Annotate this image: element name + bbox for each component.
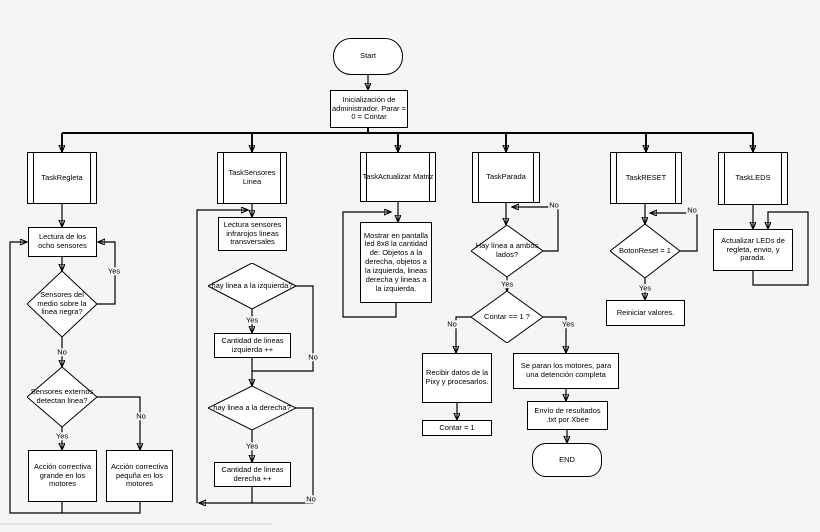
edge-label-regleta-no-externos: No [135, 411, 147, 421]
task-sensores-linea: TaskSensores Linea [217, 152, 287, 204]
task-reset-label: TaskRESET [625, 172, 667, 182]
sensores-externos-label: Sensores externos detectan linea? [30, 387, 94, 405]
envio-resultados-label: Envío de resultados .txt por Xbee [534, 405, 601, 424]
task-reset: TaskRESET [610, 152, 682, 204]
botonreset-decision: BotonReset = 1 [610, 224, 680, 278]
edge-label-parada-no-contar: No [446, 319, 458, 329]
cantidad-derecha-label: Cantidad de lineas derecha ++ [221, 464, 284, 483]
lectura-ocho-sensores-label: Lectura de los ocho sensores [38, 232, 87, 250]
task-regleta-label: TaskRegleta [41, 172, 83, 182]
linea-izquierda-decision: hay linea a la izquierda? [208, 263, 296, 309]
edge-label-sensores-yes-izq: Yes [244, 315, 260, 325]
edge-label-sensores-yes-der: Yes [244, 441, 260, 451]
cantidad-derecha-box: Cantidad de lineas derecha ++ [214, 462, 291, 487]
actualizar-leds-box: Actualizar LEDs de regleta, envio, y par… [713, 229, 793, 271]
reiniciar-valores-box: Reiniciar valores. [606, 300, 685, 326]
mostrar-matriz-box: Mostrar en pantalla led 8x8 la cantidad … [360, 222, 432, 303]
lectura-ocho-sensores-box: Lectura de los ocho sensores [28, 227, 97, 257]
task-sensores-linea-label: TaskSensores Linea [228, 168, 276, 186]
paran-motores-box: Se paran los motores, para una detención… [513, 353, 619, 389]
linea-ambos-label: Hay línea a ambos lados? [475, 241, 539, 259]
edge-label-parada-yes-ambos: Yes [499, 279, 515, 289]
lectura-infrarojos-box: Lectura sensores infrarojos lineas trans… [218, 217, 287, 251]
envio-resultados-box: Envío de resultados .txt por Xbee [527, 401, 608, 430]
start-terminal: Start [333, 38, 403, 75]
contar-decision: Contar == 1 ? [471, 291, 543, 343]
edge-label-regleta-no-medio: No [56, 347, 68, 357]
reiniciar-valores-label: Reiniciar valores. [616, 307, 675, 317]
edge-label-parada-no-ambos: No [548, 200, 560, 210]
sensores-externos-decision: Sensores externos detectan linea? [27, 367, 97, 427]
task-leds-label: TaskLEDS [735, 173, 771, 183]
botonreset-label: BotonReset = 1 [619, 245, 671, 255]
edge-label-parada-yes-contar: Yes [560, 319, 576, 329]
paran-motores-label: Se paran los motores, para una detención… [520, 361, 612, 379]
edge-label-sensores-no-izq: No [307, 352, 319, 362]
contar-1-label: Contar = 1 [439, 422, 475, 432]
end-label: END [559, 454, 575, 464]
recibir-pixy-box: Recibir datos de la Pixy y procesarlos. [422, 353, 492, 403]
actualizar-leds-label: Actualizar LEDs de regleta, envio, y par… [721, 235, 785, 263]
init-box: Inicialización de administrador. Parar =… [330, 90, 408, 128]
cantidad-izquierda-box: Cantidad de lineas izquierda ++ [214, 333, 291, 358]
sensores-medio-decision: Sensores del medio sobre la linea negra? [27, 271, 97, 337]
task-regleta: TaskRegleta [27, 152, 97, 204]
task-parada-label: TaskParada [486, 172, 526, 182]
diamond-shape [27, 271, 97, 337]
linea-derecha-label: hay linea a la derecha? [213, 402, 291, 412]
accion-grande-label: Acción correctiva grande en los motores [33, 461, 92, 489]
task-parada: TaskParada [472, 152, 540, 203]
diamond-shape [208, 386, 296, 430]
lectura-infrarojos-label: Lectura sensores infrarojos lineas trans… [223, 219, 282, 247]
init-label: Inicialización de administrador. Parar =… [332, 94, 406, 122]
diamond-shape [27, 367, 97, 427]
accion-pequena-box: Acción correctiva pequña en los motores [106, 450, 173, 502]
cantidad-izquierda-label: Cantidad de lineas izquierda ++ [221, 335, 284, 354]
linea-izquierda-label: hay linea a la izquierda? [211, 280, 293, 290]
task-actualizar-matriz: TaskActualizar Matriz [360, 152, 436, 202]
contar-1-box: Contar = 1 [422, 420, 492, 436]
edge-label-reset-no: No [686, 205, 698, 215]
accion-grande-box: Acción correctiva grande en los motores [28, 450, 97, 502]
end-terminal: END [532, 443, 602, 477]
edge-label-sensores-no-der: No [305, 494, 317, 504]
contar-decision-label: Contar == 1 ? [484, 311, 530, 321]
mostrar-matriz-label: Mostrar en pantalla led 8x8 la cantidad … [363, 230, 429, 293]
diamond-shape [610, 224, 680, 278]
recibir-pixy-label: Recibir datos de la Pixy y procesarlos. [425, 368, 489, 386]
linea-ambos-decision: Hay línea a ambos lados? [471, 225, 543, 277]
start-label: Start [360, 51, 376, 61]
edge-label-reset-yes: Yes [637, 283, 653, 293]
diamond-shape [471, 225, 543, 277]
task-leds: TaskLEDS [718, 152, 788, 205]
accion-pequena-label: Acción correctiva pequña en los motores [110, 461, 169, 489]
linea-derecha-decision: hay linea a la derecha? [208, 386, 296, 430]
edge-label-regleta-yes-loop: Yes [106, 266, 122, 276]
task-actualizar-matriz-label: TaskActualizar Matriz [362, 171, 434, 181]
diamond-shape [208, 263, 296, 309]
diamond-shape [471, 291, 543, 343]
sensores-medio-label: Sensores del medio sobre la linea negra? [37, 289, 87, 317]
edge-label-regleta-yes-externos: Yes [54, 431, 70, 441]
